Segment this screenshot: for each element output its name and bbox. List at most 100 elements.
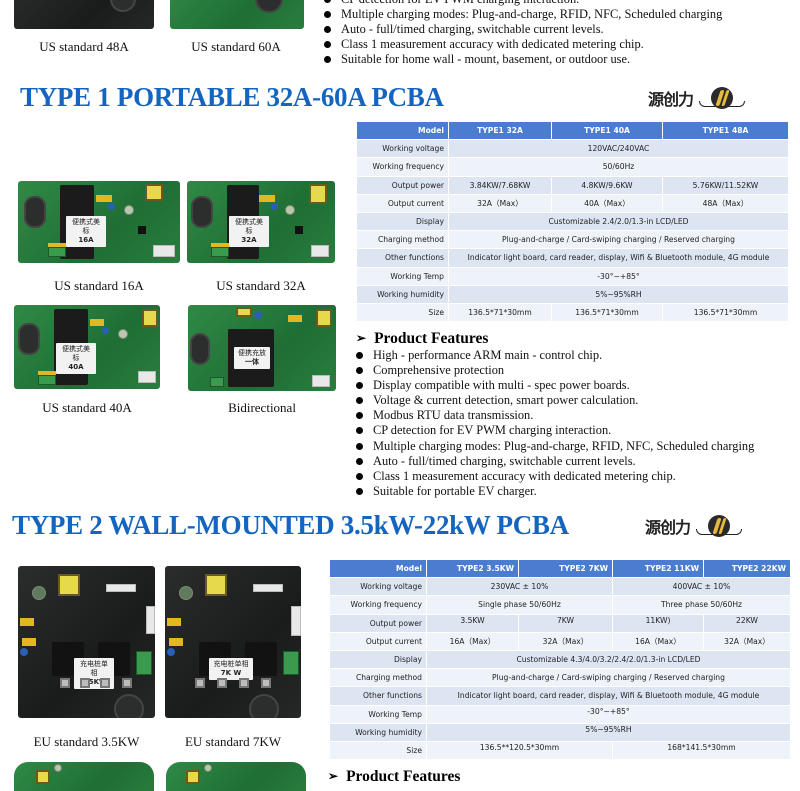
row-label: Output power xyxy=(356,175,449,195)
table-cell: 50/60Hz xyxy=(448,157,789,177)
table-cell: 32A（Max） xyxy=(703,631,791,651)
table-row: Size 136.5*71*30mm 136.5*71*30mm 136.5*7… xyxy=(356,302,789,323)
table-cell: 22KW xyxy=(703,613,791,633)
bullet-icon xyxy=(356,427,363,435)
table-cell: Indicator light board, card reader, disp… xyxy=(448,248,789,268)
table-row: Display Customizable 4.3/4.0/3.2/2.4/2.0… xyxy=(329,649,791,670)
row-label: Size xyxy=(329,740,427,761)
row-label: Charging method xyxy=(329,668,427,688)
row-label: Size xyxy=(356,302,449,323)
table-header-cell: TYPE1 32A xyxy=(448,120,552,141)
brand-logo: 源创力 xyxy=(648,86,746,110)
table-cell: Customizable 2.4/2.0/1.3-in LCD/LED xyxy=(448,211,789,232)
table-row: Working frequency Single phase 50/60Hz T… xyxy=(329,595,791,615)
pcb-image-partial xyxy=(14,762,154,791)
feature-item: Auto - full/timed charging, switchable c… xyxy=(354,454,754,469)
table-cell: 16A（Max） xyxy=(426,631,519,651)
bullet-icon xyxy=(324,0,331,3)
arrow-bullet-icon: ➢ xyxy=(356,331,367,345)
table-cell: 5%~95%RH xyxy=(426,722,791,742)
row-label: Working frequency xyxy=(329,595,427,615)
table-cell: Plug-and-charge / Card-swiping charging … xyxy=(426,668,791,688)
table-row: Working humidity 5%~95%RH xyxy=(356,284,789,304)
table-row: Working voltage 120VAC/240VAC xyxy=(356,139,789,159)
ycl-logo-icon xyxy=(696,515,743,537)
table-cell: 120VAC/240VAC xyxy=(448,139,789,159)
feature-item: Multiple charging modes: Plug-and-charge… xyxy=(354,439,754,454)
image-caption: US standard 40A xyxy=(42,400,132,415)
bullet-icon xyxy=(324,41,331,49)
image-caption: EU standard 7KW xyxy=(184,734,282,749)
table-cell: 40A（Max） xyxy=(551,193,663,213)
image-caption: US standard 16A xyxy=(54,278,144,293)
table-row: Other functions Indicator light board, c… xyxy=(356,248,789,268)
table-cell: Plug-and-charge / Card-swiping charging … xyxy=(448,230,789,250)
row-label: Working humidity xyxy=(329,722,427,742)
spec-table-type2: Model TYPE2 3.5KW TYPE2 7KW TYPE2 11KW T… xyxy=(329,558,791,761)
features-heading-type1: ➢Product Features xyxy=(356,330,489,347)
table-cell: 32A（Max） xyxy=(518,631,613,651)
row-label: Output current xyxy=(356,193,449,213)
table-cell: 136.5**120.5*30mm xyxy=(426,740,613,761)
table-cell: 5%~95%RH xyxy=(448,284,789,304)
table-cell: 32A（Max） xyxy=(448,193,552,213)
table-cell: 48A（Max） xyxy=(662,193,789,213)
image-caption: EU standard 3.5KW xyxy=(33,734,140,749)
bullet-icon xyxy=(356,442,363,450)
bullet-icon xyxy=(324,11,331,19)
feature-item: High - performance ARM main - control ch… xyxy=(354,348,754,363)
table-header-row: Model TYPE2 3.5KW TYPE2 7KW TYPE2 11KW T… xyxy=(329,558,791,579)
table-cell: 168*141.5*30mm xyxy=(612,740,791,761)
feature-item: Class 1 measurement accuracy with dedica… xyxy=(354,469,754,484)
feature-list-top: CP detection for EV PWM charging interac… xyxy=(322,0,722,67)
table-row: Working humidity 5%~95%RH xyxy=(329,722,791,742)
table-header-cell: TYPE2 7KW xyxy=(518,558,613,579)
table-header-cell: TYPE2 22KW xyxy=(703,558,791,579)
table-cell: 3.84KW/7.68KW xyxy=(448,175,552,195)
row-label: Working voltage xyxy=(329,577,427,597)
row-label: Other functions xyxy=(329,686,427,706)
row-label: Charging method xyxy=(356,230,449,250)
bullet-icon xyxy=(324,56,331,64)
features-heading-type2: ➢Product Features xyxy=(328,768,461,785)
table-cell: 136.5*71*30mm xyxy=(551,302,663,323)
feature-item: Auto - full/timed charging, switchable c… xyxy=(322,22,722,37)
brand-logo: 源创力 xyxy=(645,514,743,538)
table-header-cell: Model xyxy=(329,558,427,579)
row-label: Display xyxy=(329,649,427,670)
table-cell: 136.5*71*30mm xyxy=(448,302,552,323)
row-label: Output power xyxy=(329,613,427,633)
table-cell: Customizable 4.3/4.0/3.2/2.4/2.0/1.3-in … xyxy=(426,649,791,670)
feature-item: CP detection for EV PWM charging interac… xyxy=(354,423,754,438)
table-row: Working Temp -30°~+85° xyxy=(329,704,791,724)
table-header-cell: TYPE2 11KW xyxy=(612,558,704,579)
brand-name: 源创力 xyxy=(648,90,694,109)
row-label: Output current xyxy=(329,631,427,651)
table-row: Charging method Plug-and-charge / Card-s… xyxy=(356,230,789,250)
table-header-cell: Model xyxy=(356,120,449,141)
table-cell: 7KW xyxy=(518,613,613,633)
spec-table-type1: Model TYPE1 32A TYPE1 40A TYPE1 48A Work… xyxy=(356,120,789,323)
bullet-icon xyxy=(356,382,363,390)
table-cell: -30°~+85° xyxy=(448,266,789,286)
pcb-image-bidirectional: 便携充放一体 xyxy=(188,305,336,391)
row-label: Working Temp xyxy=(329,704,427,724)
feature-item: Display compatible with multi - spec pow… xyxy=(354,378,754,393)
table-row: Output power 3.5KW 7KW 11KW) 22KW xyxy=(329,613,791,633)
pcb-image-us-60a xyxy=(170,0,304,29)
table-cell: 136.5*71*30mm xyxy=(662,302,789,323)
table-cell: 4.8KW/9.6KW xyxy=(551,175,663,195)
feature-item: Suitable for home wall - mount, basement… xyxy=(322,52,722,67)
table-cell: 230VAC ± 10% xyxy=(426,577,613,597)
table-row: Size 136.5**120.5*30mm 168*141.5*30mm xyxy=(329,740,791,761)
row-label: Working voltage xyxy=(356,139,449,159)
feature-item: Multiple charging modes: Plug-and-charge… xyxy=(322,7,722,22)
feature-item: Comprehensive protection xyxy=(354,363,754,378)
feature-item: Voltage & current detection, smart power… xyxy=(354,393,754,408)
feature-item: Suitable for portable EV charger. xyxy=(354,484,754,499)
table-cell: Single phase 50/60Hz xyxy=(426,595,613,615)
table-row: Output current 16A（Max） 32A（Max） 16A（Max… xyxy=(329,631,791,651)
